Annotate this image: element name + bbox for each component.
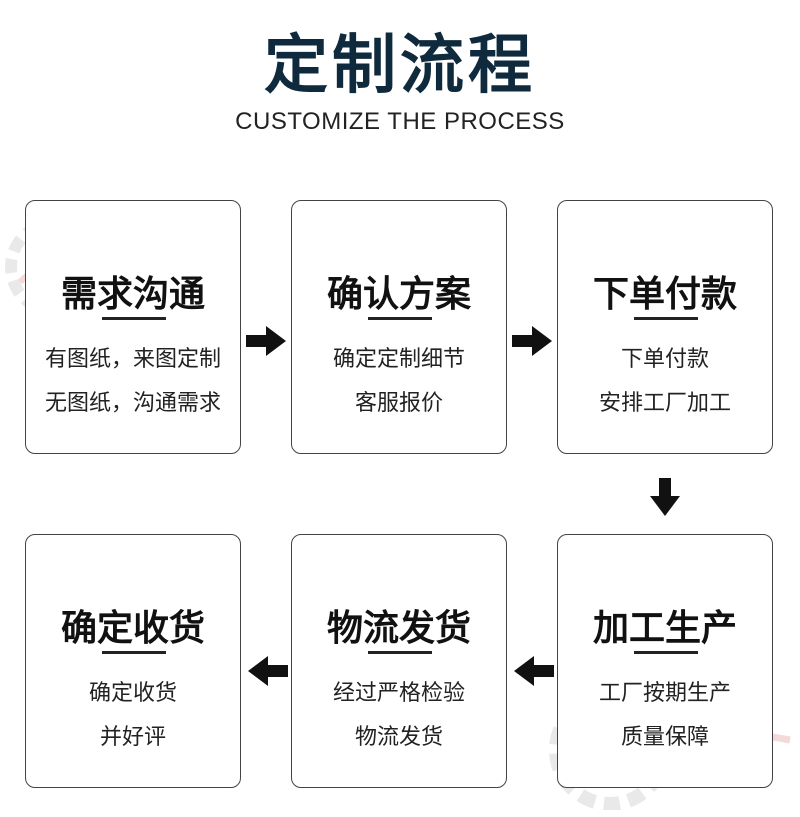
step-card-1: 需求沟通 有图纸，来图定制 无图纸，沟通需求 (25, 200, 241, 454)
page-subtitle: CUSTOMIZE THE PROCESS (235, 108, 565, 135)
arrow-down-icon (650, 478, 680, 516)
step-desc-line1: 经过严格检验 (332, 681, 465, 706)
step-desc-line2: 质量保障 (620, 725, 709, 750)
page-title: 定制流程 (264, 29, 536, 103)
step-title: 确定收货 (60, 608, 205, 649)
step-title: 加工生产 (592, 608, 737, 649)
step-desc-line1: 下单付款 (620, 347, 709, 372)
step-title: 需求沟通 (60, 274, 205, 315)
step-card-4: 加工生产 工厂按期生产 质量保障 (557, 534, 773, 788)
step-desc-line2: 客服报价 (354, 391, 443, 416)
step-title: 下单付款 (592, 274, 737, 315)
title-underline (368, 317, 432, 320)
step-title: 物流发货 (326, 608, 471, 649)
step-desc-line2: 物流发货 (354, 725, 443, 750)
step-card-2: 确认方案 确定定制细节 客服报价 (291, 200, 507, 454)
title-underline (102, 317, 166, 320)
title-underline (634, 651, 698, 654)
arrow-right-icon (512, 326, 552, 356)
arrow-right-icon (246, 326, 286, 356)
step-title: 确认方案 (326, 274, 471, 315)
step-desc-line1: 工厂按期生产 (598, 681, 731, 706)
title-underline (634, 317, 698, 320)
title-underline (368, 651, 432, 654)
step-desc-line2: 安排工厂加工 (598, 391, 731, 416)
step-card-5: 物流发货 经过严格检验 物流发货 (291, 534, 507, 788)
step-card-6: 确定收货 确定收货 并好评 (25, 534, 241, 788)
step-desc-line2: 无图纸，沟通需求 (44, 391, 221, 416)
step-desc-line1: 有图纸，来图定制 (44, 347, 221, 372)
title-underline (102, 651, 166, 654)
step-card-3: 下单付款 下单付款 安排工厂加工 (557, 200, 773, 454)
arrow-left-icon (248, 656, 288, 686)
step-desc-line1: 确定定制细节 (332, 347, 465, 372)
step-desc-line2: 并好评 (99, 725, 166, 750)
step-desc-line1: 确定收货 (88, 681, 177, 706)
arrow-left-icon (514, 656, 554, 686)
